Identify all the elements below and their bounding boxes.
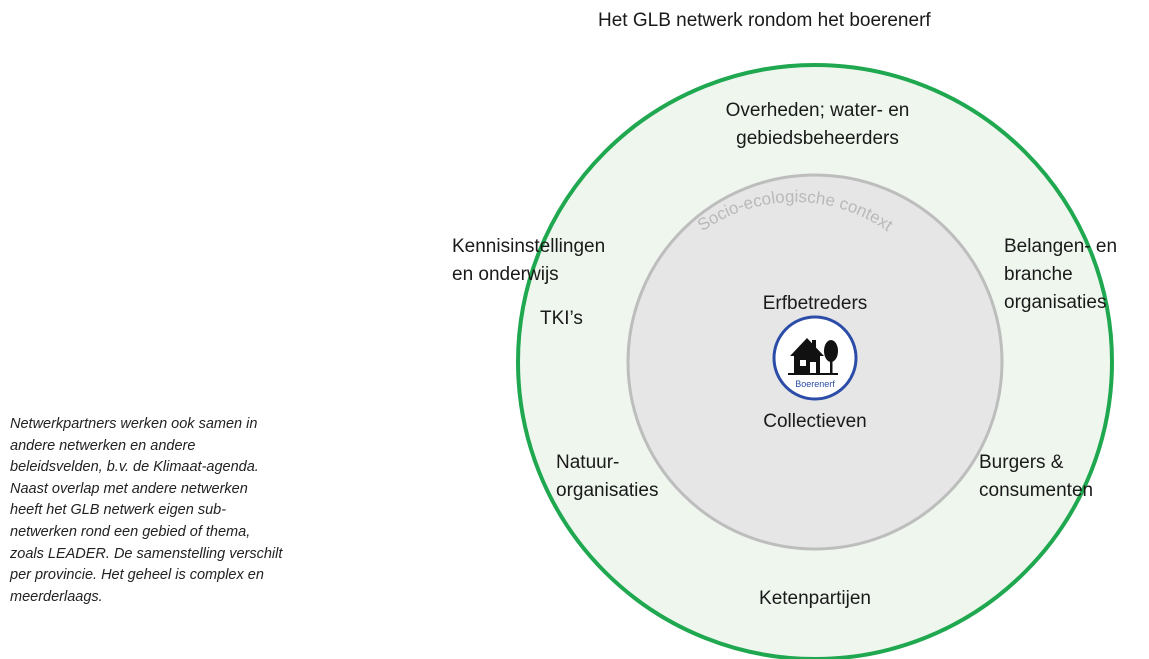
label-kennisinstellingen: Kennisinstellingen en onderwijs	[452, 236, 606, 285]
diagram-title: Het GLB netwerk rondom het boerenerf	[598, 10, 931, 31]
farmhouse-tree-icon	[788, 338, 838, 375]
label-tki: TKI’s	[540, 308, 583, 329]
label-ketenpartijen: Ketenpartijen	[759, 588, 871, 609]
center-logo: Boerenerf	[772, 315, 858, 401]
label-burgers: Burgers & consumenten	[979, 452, 1094, 501]
label-collectieven: Collectieven	[763, 411, 867, 432]
label-erfbetreders: Erfbetreders	[762, 293, 868, 314]
logo-label: Boerenerf	[795, 379, 835, 389]
label-belangen: Belangen- en branche organisaties	[1004, 236, 1118, 313]
label-overheden: Overheden; water- en gebiedsbeheerders	[725, 100, 910, 149]
label-natuurorganisaties: Natuur- organisaties	[556, 452, 659, 501]
side-note: Netwerkpartners werken ook samen in ande…	[10, 416, 283, 605]
